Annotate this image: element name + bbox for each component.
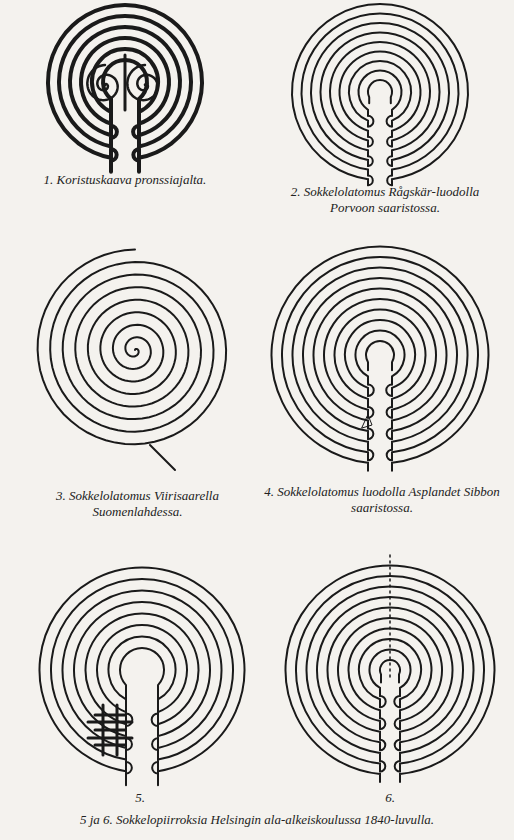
cross-pattern [88,705,132,755]
spiral-wall [127,65,157,100]
labyrinth-wall [272,246,489,470]
spiral-wall [38,250,227,445]
labyrinth-turn [368,384,392,460]
figure-caption: 1. Koristuskaava pronssiajalta. [15,172,235,188]
figure-number: 6. [285,790,495,806]
ornament-stem [124,55,127,110]
labyrinth-turn [111,126,139,161]
labyrinth-turn [368,116,392,185]
figure-caption: 4. Sokkelolatomus luodolla Asplandet Sib… [262,484,502,516]
spiral-wall [87,65,117,100]
labyrinth-wall [48,5,202,172]
dotted-axis [389,555,391,680]
figure-caption: 3. Sokkelolatomus Viirisaarella Suomenla… [15,488,260,520]
figure-caption: 2. Sokkelolatomus Rågskär-luodolla Porvo… [270,184,500,216]
figure-number: 5. [40,790,240,806]
labyrinth-wall [39,567,244,785]
labyrinth-wall [292,4,468,185]
labyrinth-turn [380,696,400,772]
page-caption: 5 ja 6. Sokkelopiirroksia Helsingin ala-… [20,812,494,828]
entrance-line [150,445,175,470]
stone-mark [362,415,372,428]
